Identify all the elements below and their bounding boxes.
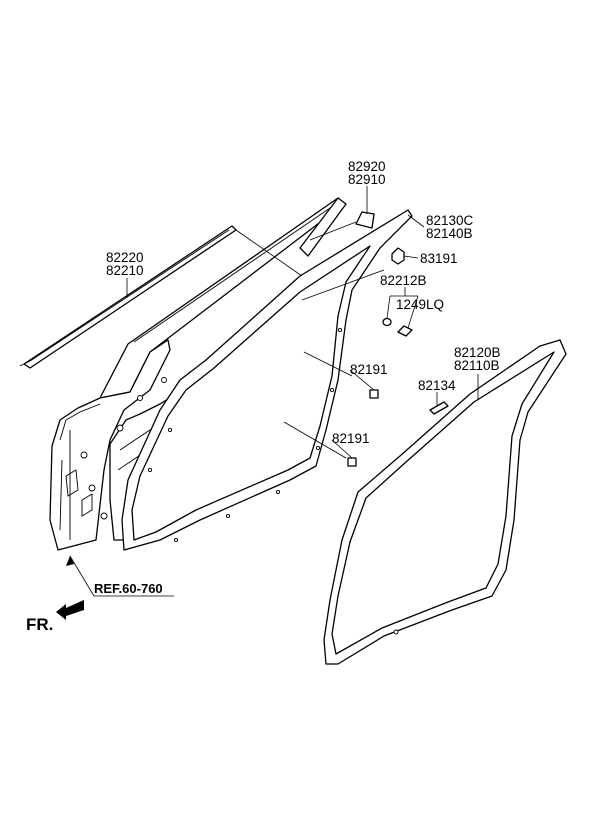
label-82920: 82920	[348, 159, 386, 174]
label-82110B: 82110B	[454, 358, 500, 373]
label-1249LQ: 1249LQ	[396, 297, 444, 312]
label-82140B: 82140B	[426, 226, 473, 241]
ref-arrow-icon	[66, 556, 74, 566]
front-label: FR.	[26, 615, 53, 634]
label-82210: 82210	[106, 263, 144, 278]
body-weatherstrip	[323, 339, 567, 665]
door-side-weatherstrip	[121, 209, 413, 551]
label-82220: 82220	[106, 250, 144, 265]
label-82191-lower: 82191	[332, 431, 370, 446]
label-82120B: 82120B	[454, 345, 501, 360]
plug-82191-lower	[347, 457, 357, 467]
screw-1249LQ	[397, 325, 413, 337]
ref-label: REF.60-760	[94, 581, 163, 596]
mirror-cover-part	[355, 211, 375, 229]
front-direction-arrow-icon	[56, 600, 84, 620]
clip-82212B	[382, 317, 392, 327]
leader-lines	[69, 186, 479, 597]
pad-82134	[429, 401, 449, 415]
label-82212B: 82212B	[380, 273, 427, 288]
plug-82191-upper	[369, 389, 379, 399]
label-82910: 82910	[348, 172, 386, 187]
label-82191-upper: 82191	[350, 362, 388, 377]
label-82130C: 82130C	[426, 213, 474, 228]
label-83191: 83191	[420, 251, 458, 266]
grommet-83191	[391, 247, 405, 265]
label-82134: 82134	[418, 378, 456, 393]
